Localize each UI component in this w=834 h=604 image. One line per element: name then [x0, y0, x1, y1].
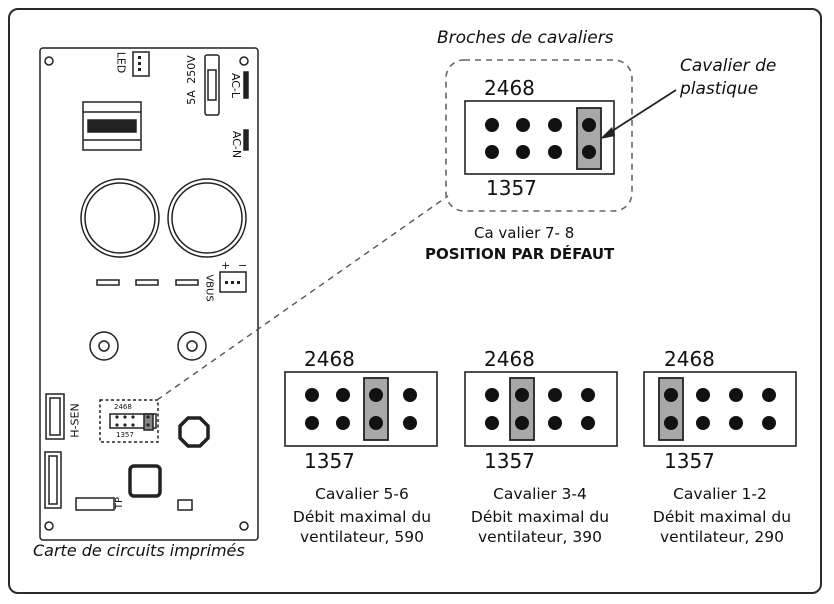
default-pin-2-1: [516, 118, 530, 132]
default-pin-1-1: [485, 118, 499, 132]
option-1-2-pin-2-1: [696, 388, 710, 402]
option-1-2-jumper: Cavalier 1-2: [673, 485, 767, 503]
board-mini-top-label: 2468: [114, 403, 132, 411]
option-5-6-pin-1-2: [305, 416, 319, 430]
option-1-2-desc-line1: Débit maximal du: [652, 508, 792, 526]
option-block-3-4: [464, 371, 618, 447]
option-3-4-pin-3-1: [548, 388, 562, 402]
option-5-6-bottom-label: 1357: [304, 449, 355, 473]
default-jumper-block: [464, 100, 615, 175]
plastic-jumper-label-line1: Cavalier de: [680, 56, 777, 76]
board-tp-label: TP: [114, 496, 126, 510]
option-3-4-pin-2-1: [515, 388, 529, 402]
option-1-2-pin-4-2: [762, 416, 776, 430]
option-1-2-plastic-jumper: [658, 377, 684, 441]
board-mini-bottom-label: 1357: [116, 431, 134, 439]
default-zoom-outline: [445, 59, 633, 212]
option-5-6-pin-4-2: [403, 416, 417, 430]
option-1-2-pin-1-2: [664, 416, 678, 430]
option-3-4-top-label: 2468: [484, 347, 535, 371]
option-3-4-desc-line2: ventilateur, 390: [478, 528, 602, 546]
option-block-1-2: [643, 371, 797, 447]
board-fuse-current-label: 5A: [184, 90, 198, 105]
option-1-2-pin-3-1: [729, 388, 743, 402]
default-plastic-jumper: [576, 107, 602, 170]
board-ac-l-label: AC-L: [229, 72, 243, 99]
plastic-jumper-arrowhead: [600, 127, 615, 139]
option-1-2-pin-3-2: [729, 416, 743, 430]
default-bottom-label: 1357: [486, 176, 537, 200]
option-3-4-block-outline: [464, 371, 618, 447]
board-vbus-minus: −: [238, 259, 248, 272]
led-connector-pins: [138, 56, 141, 71]
option-5-6-block-outline: [284, 371, 438, 447]
option-1-2-pin-4-1: [762, 388, 776, 402]
option-3-4-pin-1-1: [485, 388, 499, 402]
mini-jumper-pins: [115, 415, 150, 427]
plastic-jumper-arrow: [608, 89, 677, 134]
option-5-6-pin-4-1: [403, 388, 417, 402]
default-pin-2-2: [516, 145, 530, 159]
option-1-2-top-label: 2468: [664, 347, 715, 371]
option-5-6-pin-1-1: [305, 388, 319, 402]
default-jumper-caption: Ca valier 7- 8: [474, 224, 575, 242]
option-5-6-pin-3-2: [369, 416, 383, 430]
option-3-4-jumper: Cavalier 3-4: [493, 485, 587, 503]
option-3-4-pin-4-1: [581, 388, 595, 402]
zoom-leader-line: [156, 195, 449, 401]
option-3-4-pin-4-2: [581, 416, 595, 430]
option-1-2-bottom-label: 1357: [664, 449, 715, 473]
default-pin-4-1: [582, 118, 596, 132]
option-5-6-pin-2-1: [336, 388, 350, 402]
default-top-label: 2468: [484, 76, 535, 100]
option-block-5-6: [284, 371, 438, 447]
board-ac-n-label: AC-N: [230, 130, 244, 159]
default-pin-3-2: [548, 145, 562, 159]
board-h-sen-label: H-SEN: [68, 403, 82, 438]
board-vbus-plus: +: [221, 259, 231, 272]
option-1-2-pin-1-1: [664, 388, 678, 402]
option-5-6-desc-line1: Débit maximal du: [292, 508, 432, 526]
option-5-6-jumper: Cavalier 5-6: [315, 485, 409, 503]
option-1-2-pin-2-2: [696, 416, 710, 430]
option-5-6-pin-2-2: [336, 416, 350, 430]
option-5-6-top-label: 2468: [304, 347, 355, 371]
option-3-4-plastic-jumper: [509, 377, 535, 441]
default-pin-4-2: [582, 145, 596, 159]
option-5-6-plastic-jumper: [363, 377, 389, 441]
default-pin-3-1: [548, 118, 562, 132]
board-fuse-voltage-label: 250V: [184, 55, 198, 84]
option-1-2-desc-line2: ventilateur, 290: [660, 528, 784, 546]
option-5-6-pin-3-1: [369, 388, 383, 402]
option-3-4-pin-3-2: [548, 416, 562, 430]
board-vbus-label: VBUS: [203, 274, 215, 302]
plastic-jumper-label-line2: plastique: [680, 79, 759, 99]
default-position-caption: POSITION PAR DÉFAUT: [425, 245, 615, 263]
option-3-4-desc-line1: Débit maximal du: [470, 508, 610, 526]
default-pin-1-2: [485, 145, 499, 159]
option-3-4-pin-1-2: [485, 416, 499, 430]
option-5-6-desc-line2: ventilateur, 590: [300, 528, 424, 546]
circuit-board-caption: Carte de circuits imprimés: [33, 541, 245, 560]
option-3-4-pin-2-2: [515, 416, 529, 430]
board-led-label: LED: [114, 51, 128, 74]
option-3-4-bottom-label: 1357: [484, 449, 535, 473]
vbus-connector-pins: [225, 281, 240, 284]
circuit-board: [39, 47, 259, 541]
jumper-pins-title: Broches de cavaliers: [437, 28, 614, 48]
